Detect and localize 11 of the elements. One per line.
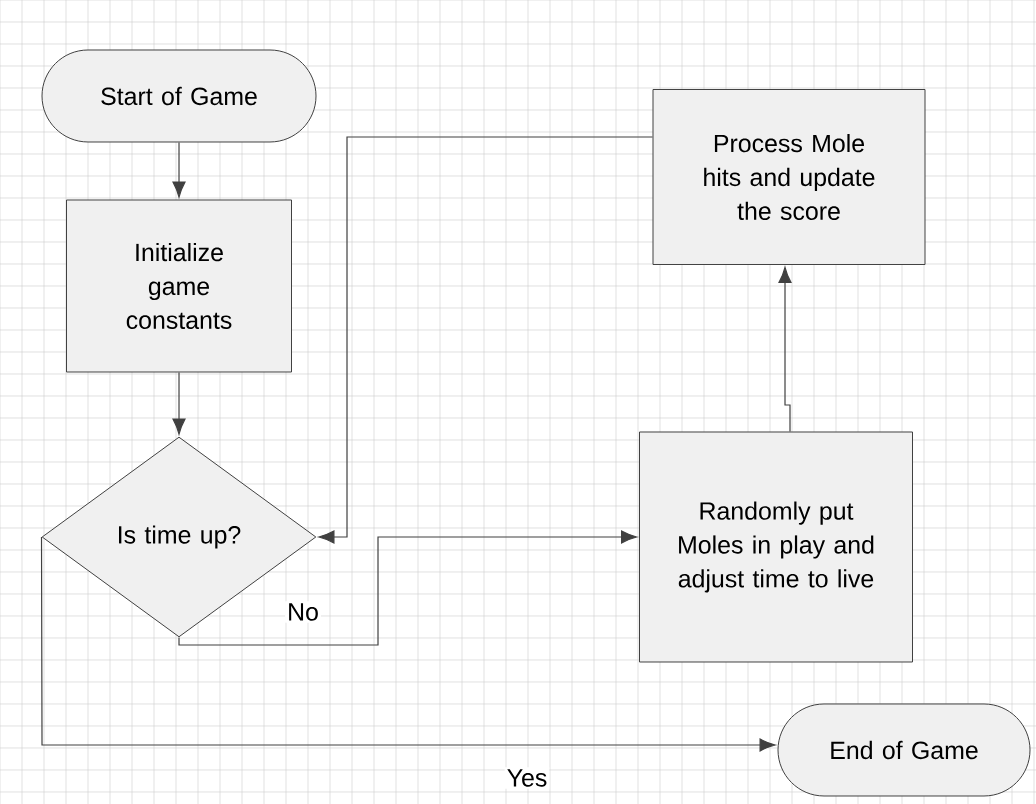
arrow (178, 530, 638, 646)
edge-label: Yes (504, 767, 550, 789)
arrow (172, 371, 186, 435)
process-box: Initialize game constants (66, 199, 292, 373)
process-box: Randomly put Moles in play and adjust time to live (639, 431, 913, 663)
edge-label: No (285, 601, 321, 623)
arrow (318, 136, 654, 544)
arrow (40, 536, 776, 752)
process-box: Process Mole hits and update the score (652, 89, 926, 265)
arrow (172, 141, 186, 198)
arrow (778, 266, 792, 433)
